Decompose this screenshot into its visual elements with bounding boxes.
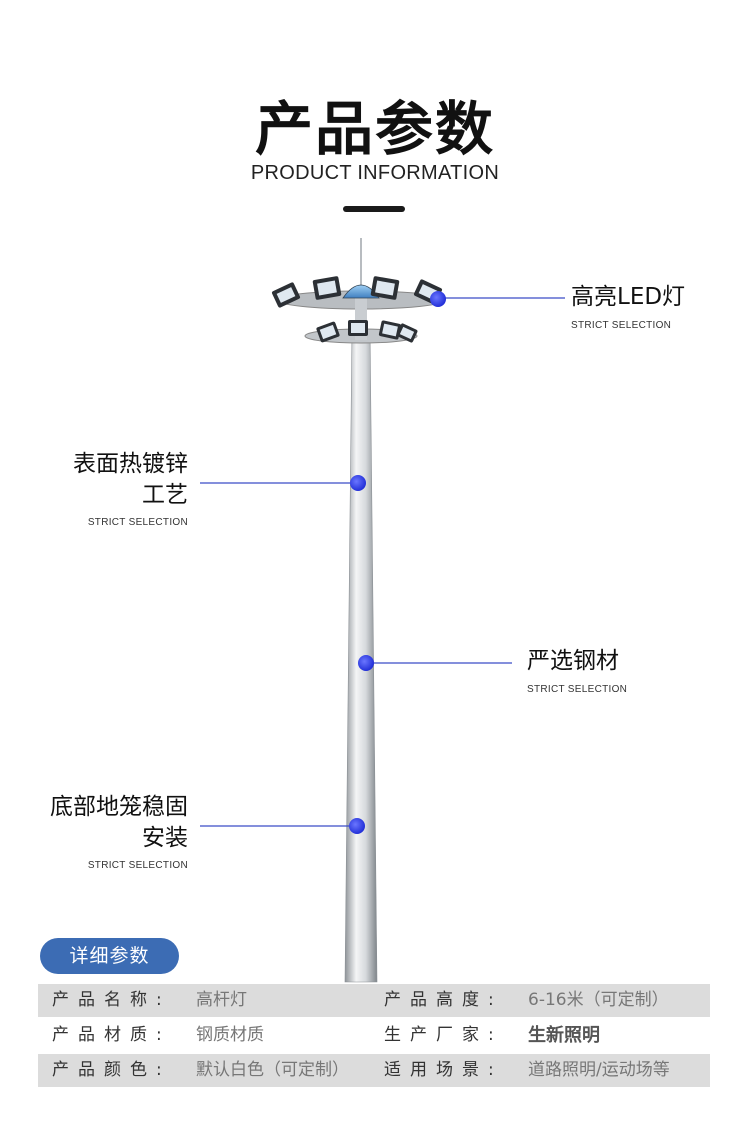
title-underline xyxy=(343,206,405,212)
pole-shaft xyxy=(344,329,378,983)
galvanize-marker-dot xyxy=(350,475,366,491)
spec-value: 道路照明/运动场等 xyxy=(528,1060,670,1080)
spec-value: 生新照明 xyxy=(528,1025,600,1046)
callout-cage-line1: 底部地笼稳固 xyxy=(50,794,188,820)
callout-steel: 严选钢材 STRICT SELECTION xyxy=(527,646,627,695)
floodlight-icon xyxy=(271,282,301,308)
callout-galvanize-line2: 工艺 xyxy=(142,482,188,508)
floodlight-icon xyxy=(370,276,400,300)
lamp-head xyxy=(271,276,446,344)
floodlight-icon xyxy=(378,320,402,340)
spec-label: 产品材质: xyxy=(52,1025,171,1045)
callout-steel-title: 严选钢材 xyxy=(527,648,619,674)
spec-value: 高杆灯 xyxy=(196,990,247,1010)
callout-galvanize-sub: STRICT SELECTION xyxy=(87,517,188,528)
details-badge: 详细参数 xyxy=(40,938,179,974)
callout-led: 高亮LED灯 STRICT SELECTION xyxy=(571,282,685,331)
steel-marker-dot xyxy=(358,655,374,671)
floodlight-icon xyxy=(312,276,342,300)
floodlight-icon xyxy=(396,323,418,343)
floodlight-icon xyxy=(316,321,340,343)
page-subtitle: PRODUCT INFORMATION xyxy=(250,162,500,184)
spec-label: 生产厂家: xyxy=(384,1025,503,1045)
led-marker-dot xyxy=(430,291,446,307)
spec-row: 产品材质: 钢质材质 生产厂家: 生新照明 xyxy=(38,1019,710,1052)
spec-row: 产品颜色: 默认白色（可定制） 适用场景: 道路照明/运动场等 xyxy=(38,1054,710,1087)
spec-value: 6-16米（可定制） xyxy=(528,990,669,1010)
callout-cage-line2: 安装 xyxy=(142,825,188,851)
callout-steel-sub: STRICT SELECTION xyxy=(527,684,628,695)
spec-table: 产品名称: 高杆灯 产品高度: 6-16米（可定制） 产品材质: 钢质材质 生产… xyxy=(38,984,710,1087)
callout-galvanize: 表面热镀锌 工艺 STRICT SELECTION xyxy=(73,449,188,528)
cage-marker-dot xyxy=(349,818,365,834)
spec-label: 产品名称: xyxy=(52,990,171,1010)
callout-led-title: 高亮LED灯 xyxy=(571,284,686,310)
floodlight-icon xyxy=(348,320,368,336)
callout-led-sub: STRICT SELECTION xyxy=(571,320,672,331)
spec-label: 产品颜色: xyxy=(52,1060,171,1080)
callout-cage: 底部地笼稳固 安装 STRICT SELECTION xyxy=(50,792,188,871)
spec-value: 钢质材质 xyxy=(196,1025,264,1045)
spec-label: 产品高度: xyxy=(384,990,503,1010)
page-title: 产品参数 xyxy=(254,95,495,163)
spec-value: 默认白色（可定制） xyxy=(196,1060,349,1080)
spec-row: 产品名称: 高杆灯 产品高度: 6-16米（可定制） xyxy=(38,984,710,1017)
spec-label: 适用场景: xyxy=(384,1060,503,1080)
callout-cage-sub: STRICT SELECTION xyxy=(87,860,188,871)
callout-galvanize-line1: 表面热镀锌 xyxy=(73,451,188,477)
